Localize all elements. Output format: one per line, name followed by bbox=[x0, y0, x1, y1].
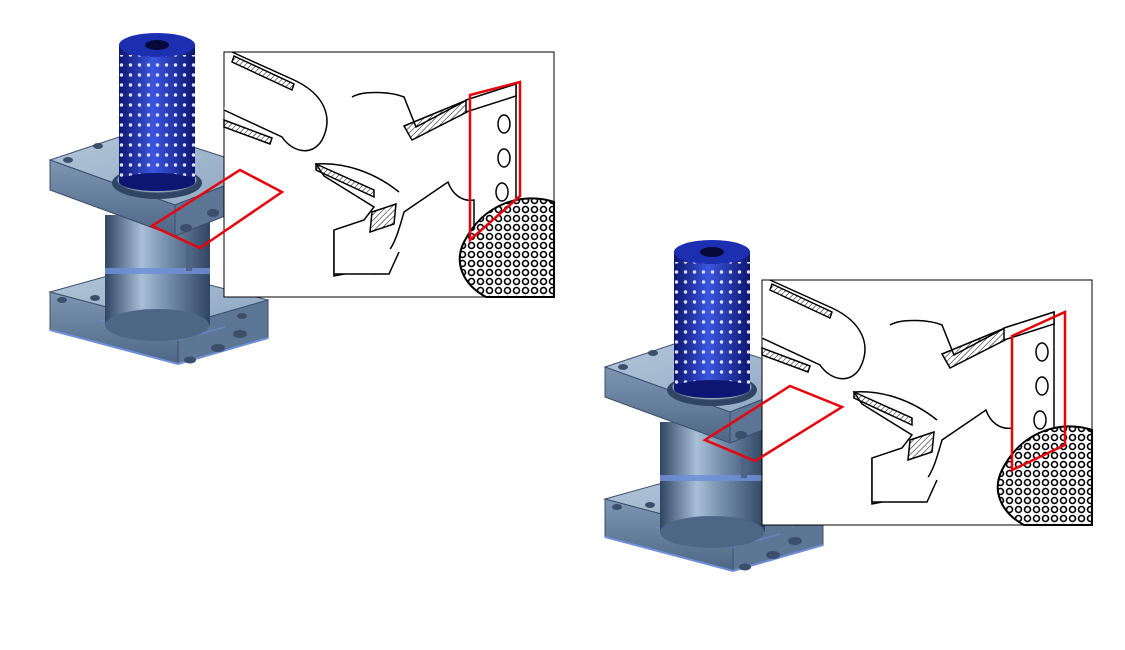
left-plate-highlight bbox=[149, 168, 285, 250]
right-detail-view bbox=[761, 279, 1093, 526]
left-figure bbox=[49, 32, 555, 365]
left-detail-highlight bbox=[468, 80, 522, 243]
left-detail-view bbox=[223, 51, 555, 298]
right-plate-highlight bbox=[702, 384, 845, 463]
right-detail-highlight bbox=[1010, 310, 1067, 472]
right-figure bbox=[604, 239, 1093, 572]
